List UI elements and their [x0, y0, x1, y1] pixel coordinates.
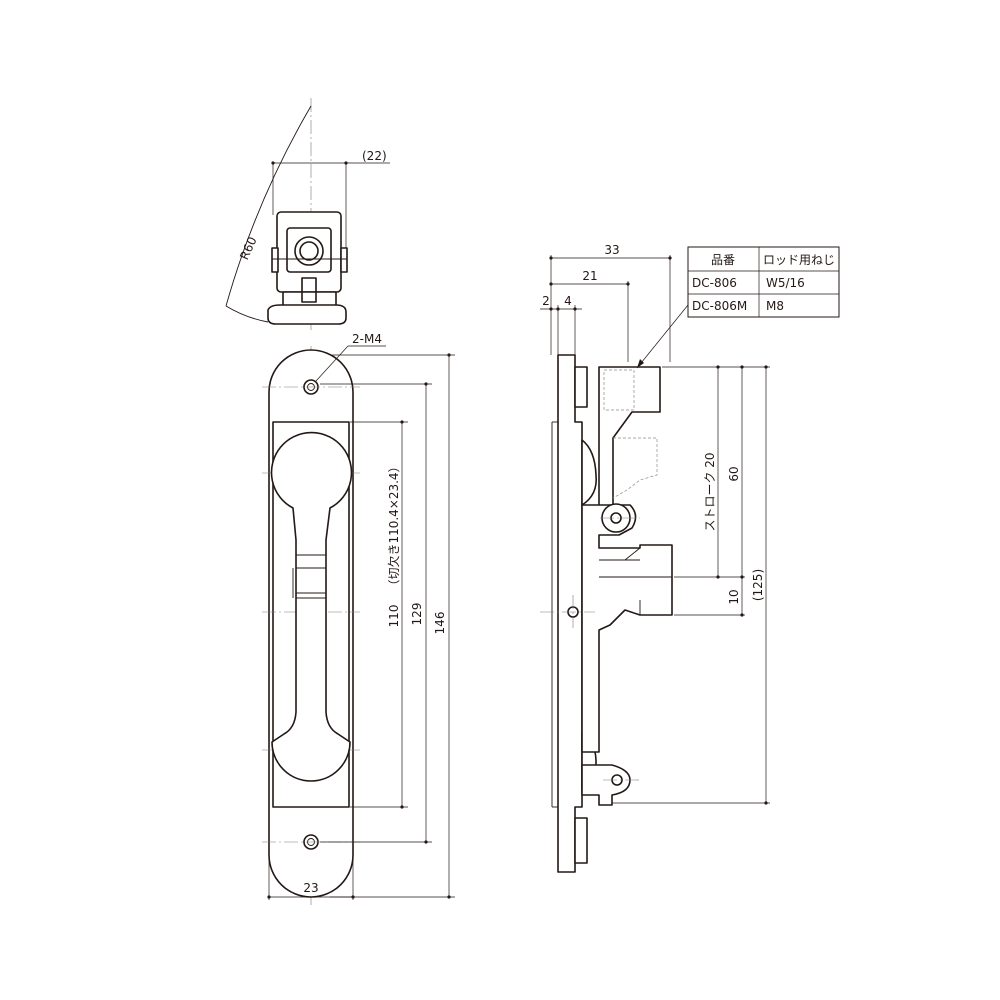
side-view [540, 255, 770, 873]
side-mech-line [624, 547, 641, 561]
side-lever-bulge-top [581, 439, 598, 506]
dim-22-tick [344, 161, 348, 165]
dim-tick [400, 420, 404, 424]
top-view-lever-pivot [301, 277, 317, 303]
dim-tick [400, 805, 404, 809]
dim-tick [424, 382, 428, 386]
side-hidden-path [612, 437, 658, 499]
table-header-part: 品番 [711, 253, 735, 267]
top-view-socket [286, 227, 332, 273]
r60-arc [225, 105, 312, 307]
table-cell-part: DC-806M [692, 299, 747, 313]
front-view [262, 345, 455, 905]
side-mechanism [581, 504, 673, 753]
dim-label-radius: R60 [237, 235, 259, 262]
dim-label-rod-125: (125) [751, 569, 765, 601]
r60-arc-end [225, 305, 269, 323]
side-thread-hidden [603, 369, 635, 411]
dim-label-top-width: (22) [362, 149, 387, 163]
dim-tick [740, 365, 744, 369]
side-bottom-bracket [581, 764, 631, 806]
top-view-rod-inner [299, 241, 319, 261]
dim-tick [764, 365, 768, 369]
side-rod-top [598, 366, 661, 511]
dim-label-stroke: ストローク 20 [703, 452, 717, 531]
top-view [225, 98, 390, 330]
dim-tick [424, 840, 428, 844]
top-view-side-tab-left [271, 247, 279, 273]
recess-border [272, 421, 350, 808]
spec-table-border [687, 246, 840, 318]
dim-label-depth-21: 21 [582, 269, 597, 283]
dim-label-inner-length: 129 [410, 603, 424, 626]
lever-handle [270, 431, 353, 782]
dim-tick [447, 353, 451, 357]
dim-label-rod-60: 60 [727, 466, 741, 481]
table-cell-thread: W5/16 [766, 276, 805, 290]
dim-tick [716, 365, 720, 369]
dim-tick [740, 613, 744, 617]
dim-tick [447, 895, 451, 899]
dim-label-width: 23 [303, 881, 318, 895]
side-tab-bottom [574, 817, 588, 864]
dim-22-tick [271, 161, 275, 165]
table-header-thread: ロッド用ねじ [763, 253, 835, 267]
table-cell-thread: M8 [766, 299, 784, 313]
dim-label-cutout-length: 110 [387, 605, 401, 628]
dim-tick [740, 575, 744, 579]
dim-label-cutout-note: （切欠き110.4×23.4） [386, 460, 401, 591]
leader-2m4 [315, 345, 349, 382]
dim-tick [267, 895, 271, 899]
table-leader-arrow [637, 359, 644, 368]
dim-label-rod-10: 10 [727, 589, 741, 604]
table-leader [636, 304, 689, 369]
dim-label-overall-length: 146 [433, 612, 447, 635]
dim-label-offset-4: 4 [564, 294, 572, 308]
dim-label-depth-33: 33 [604, 243, 619, 257]
dim-tick [716, 575, 720, 579]
dim-tick [764, 801, 768, 805]
dim-label-offset-2: 2 [542, 294, 550, 308]
table-cell-part: DC-806 [692, 276, 737, 290]
top-view-side-tab-right [340, 247, 348, 273]
spec-table [687, 246, 840, 318]
dim-tick [351, 895, 355, 899]
top-view-rod-outer [294, 236, 324, 266]
dim-label-hole-spec: 2-M4 [352, 332, 382, 346]
top-view-faceplate [267, 304, 347, 325]
side-tab-top [574, 366, 588, 408]
